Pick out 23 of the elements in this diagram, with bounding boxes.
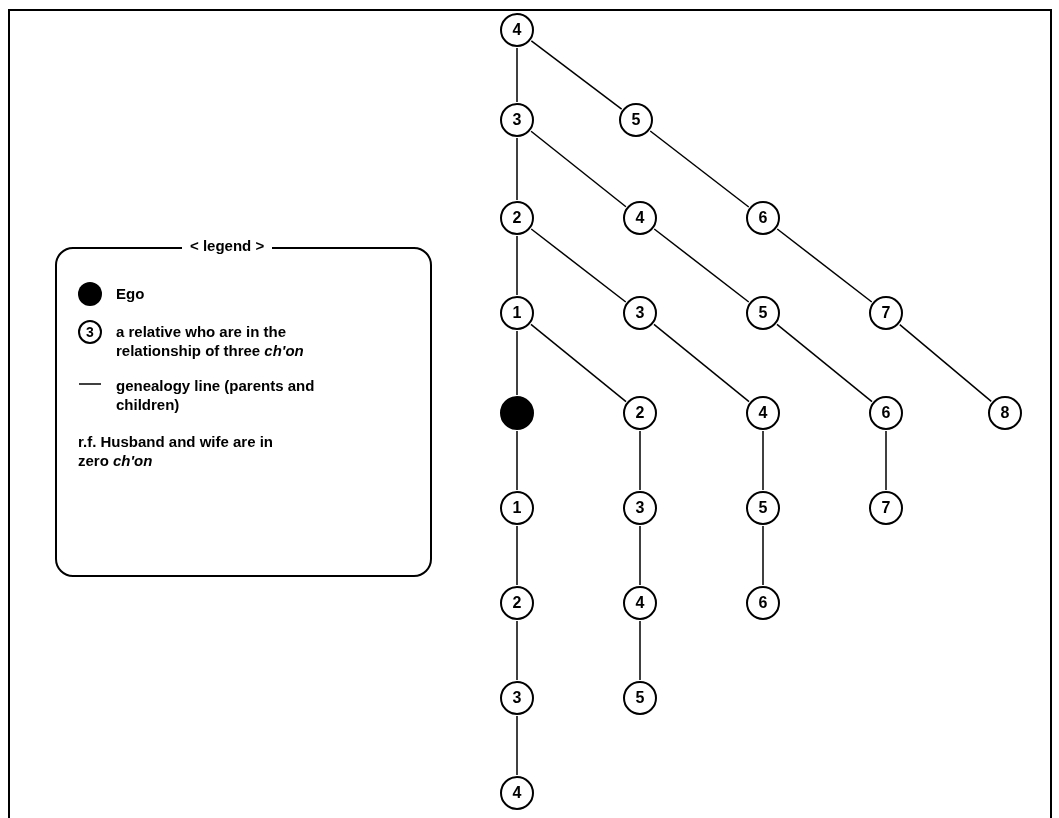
genealogy-line	[639, 430, 641, 491]
genealogy-line	[762, 525, 764, 586]
genealogy-line	[516, 137, 518, 201]
note-text: r.f. Husband and wife are in zero ch'on	[78, 432, 275, 470]
genealogy-line	[516, 330, 518, 396]
genealogy-line	[530, 130, 627, 208]
genealogy-line	[516, 235, 518, 296]
genealogy-line	[899, 323, 992, 403]
genealogy-line	[516, 525, 518, 586]
legend-text: genealogy line (parents and children)	[116, 376, 316, 414]
genealogy-line	[516, 620, 518, 681]
genealogy-line	[639, 620, 641, 681]
genealogy-line	[776, 323, 873, 403]
legend-text: a relative who are in the relationship of three ch'on	[116, 322, 305, 360]
genealogy-line	[639, 525, 641, 586]
genealogy-line	[516, 47, 518, 103]
genealogy-line	[516, 715, 518, 776]
genealogy-line	[653, 323, 750, 403]
genealogy-line	[530, 323, 627, 403]
genealogy-line	[885, 430, 887, 491]
genealogy-line	[516, 430, 518, 491]
genealogy-line	[762, 430, 764, 491]
legend-text: Ego	[116, 284, 146, 303]
